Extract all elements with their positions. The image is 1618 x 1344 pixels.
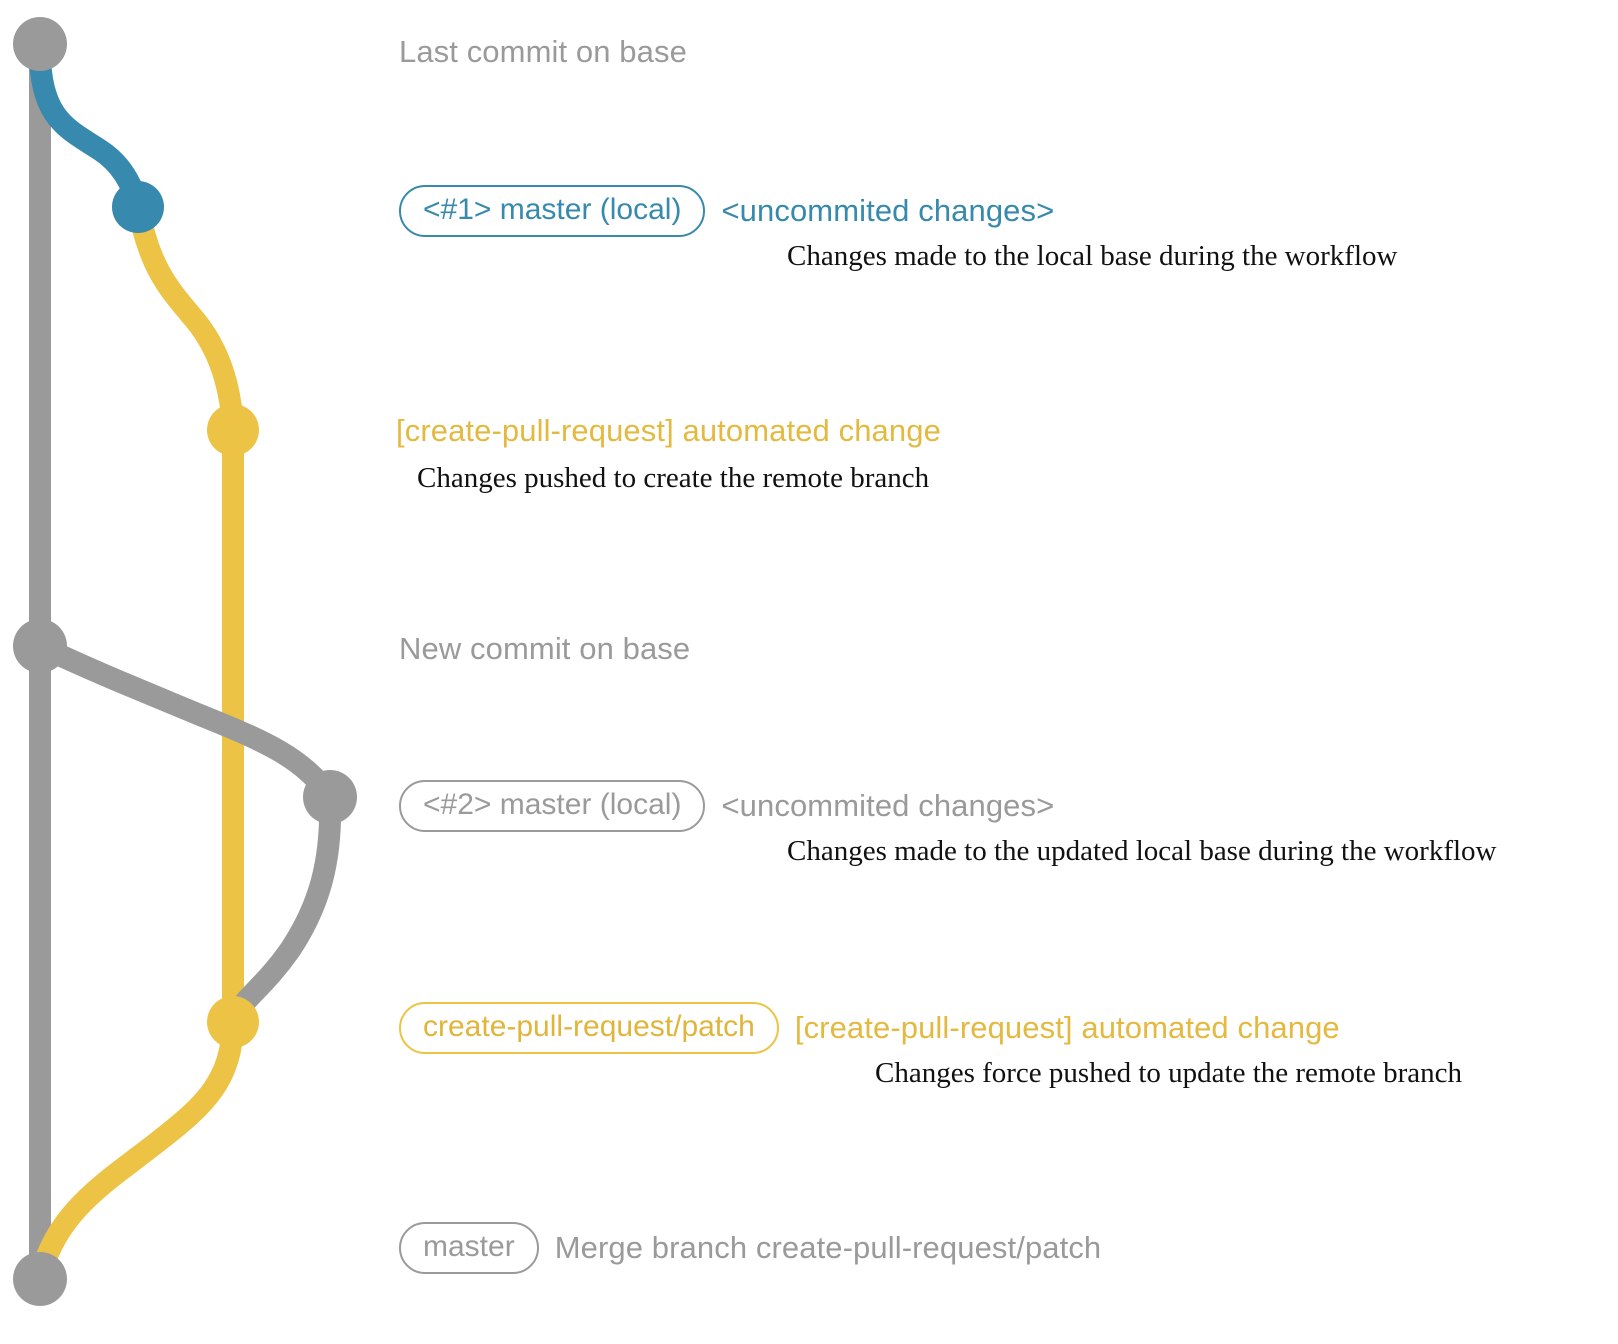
edge-patch2-to-merge bbox=[29, 1011, 244, 1290]
edge-newbase-to-local2 bbox=[29, 635, 341, 808]
branch-badge-local-2[interactable]: <#2> master (local) bbox=[399, 780, 706, 832]
commit-subject-merge: Merge branch create-pull-request/patch bbox=[554, 1229, 1102, 1265]
commit-row-new-base: New commit on base bbox=[399, 631, 690, 667]
commit-row-last-base: Last commit on base bbox=[399, 34, 687, 70]
commit-description-patch-2: Changes force pushed to update the remot… bbox=[875, 1057, 1463, 1089]
branch-badge-local-1[interactable]: <#1> master (local) bbox=[399, 185, 706, 237]
commit-description-patch-1: Changes pushed to create the remote bran… bbox=[417, 462, 930, 494]
commit-row-merge: master Merge branch create-pull-request/… bbox=[399, 1222, 1101, 1274]
commit-subject-local-1: <uncommited changes> bbox=[721, 192, 1055, 228]
commit-description-local-1: Changes made to the local base during th… bbox=[787, 240, 1398, 272]
commit-subject-last-base: Last commit on base bbox=[399, 34, 687, 69]
commit-subject-new-base: New commit on base bbox=[399, 631, 691, 666]
commit-subject-local-2: <uncommited changes> bbox=[721, 787, 1055, 823]
edge-base-to-local1 bbox=[29, 41, 149, 218]
node-local-2 bbox=[303, 770, 357, 824]
commit-row-patch-1: [create-pull-request] automated change bbox=[396, 413, 941, 449]
commit-graph-svg bbox=[13, 17, 357, 1306]
commit-subject-patch-2: [create-pull-request] automated change bbox=[794, 1009, 1340, 1045]
commit-subject-patch-1: [create-pull-request] automated change bbox=[396, 413, 941, 448]
commit-row-local-2: <#2> master (local) <uncommited changes> bbox=[399, 780, 1054, 832]
node-new-commit-on-base bbox=[13, 619, 67, 673]
commit-row-local-1: <#1> master (local) <uncommited changes> bbox=[399, 185, 1054, 237]
edge-local1-to-patch1 bbox=[127, 196, 244, 441]
commit-description-local-2: Changes made to the updated local base d… bbox=[787, 835, 1497, 867]
node-patch-2 bbox=[207, 996, 259, 1048]
branch-badge-patch[interactable]: create-pull-request/patch bbox=[399, 1002, 779, 1054]
branch-badge-master[interactable]: master bbox=[399, 1222, 539, 1274]
commit-row-patch-2: create-pull-request/patch [create-pull-r… bbox=[399, 1002, 1340, 1054]
node-last-commit-on-base bbox=[13, 17, 67, 71]
commit-nodes bbox=[13, 17, 357, 1306]
edge-local2-to-patch2 bbox=[222, 786, 342, 1033]
node-merge-master bbox=[13, 1252, 67, 1306]
node-local-1 bbox=[112, 181, 164, 233]
node-patch-1 bbox=[207, 404, 259, 456]
